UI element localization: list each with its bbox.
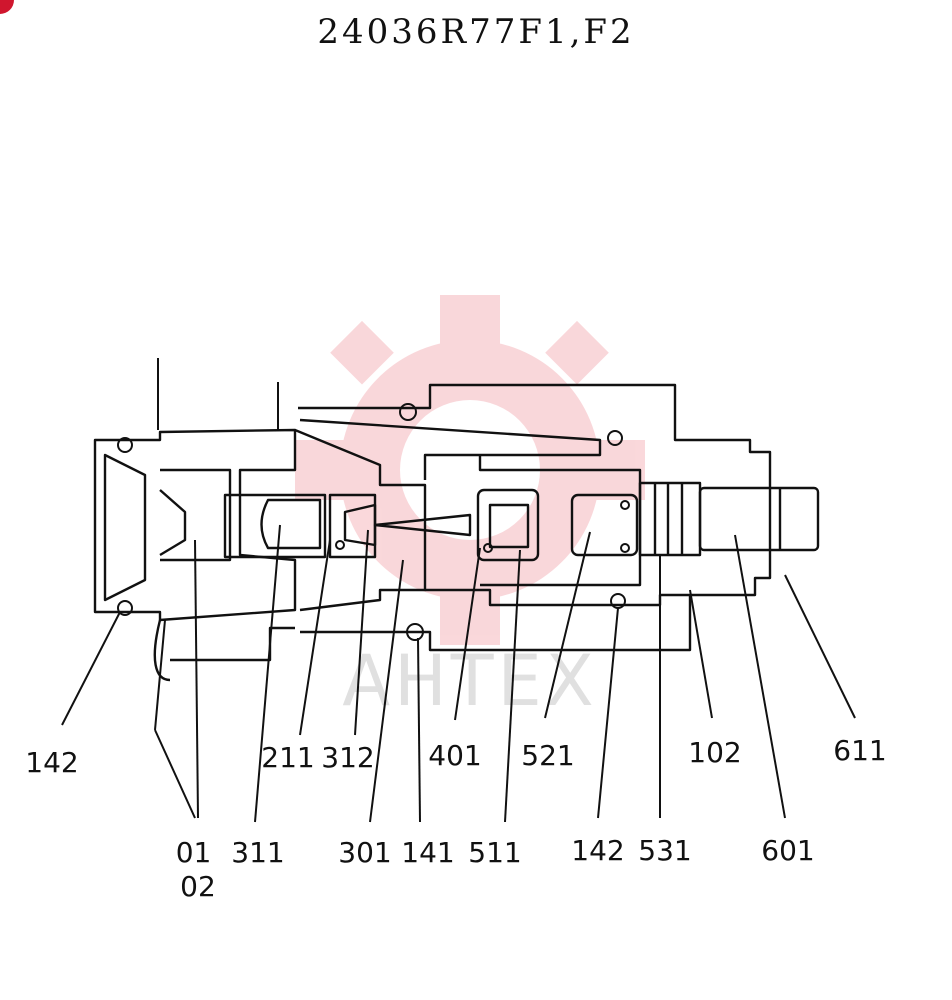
solenoid-601	[698, 486, 820, 552]
label-601: 601	[761, 834, 814, 867]
watermark-text: AHTEX	[342, 640, 597, 722]
label-211: 211	[261, 741, 314, 774]
label-511: 511	[468, 836, 521, 869]
plug-531	[638, 481, 702, 557]
label-521: 521	[521, 739, 574, 772]
leader-lines	[61, 524, 856, 823]
piston-401	[476, 488, 540, 562]
label-01: 01	[176, 836, 212, 869]
label-301: 301	[338, 836, 391, 869]
label-01-02: 01 02	[176, 836, 221, 903]
label-531: 531	[638, 834, 691, 867]
seat-312	[328, 493, 472, 559]
main-body	[294, 383, 772, 652]
label-401: 401	[428, 739, 481, 772]
spring-seat-521	[570, 493, 639, 557]
label-142-left: 142	[25, 746, 78, 779]
diagram-title: 24036R77F1,F2	[317, 12, 635, 52]
label-311: 311	[231, 836, 284, 869]
spool-311	[223, 493, 327, 559]
label-141: 141	[401, 836, 454, 869]
label-102: 102	[688, 736, 741, 769]
o-rings	[117, 403, 630, 641]
label-312: 312	[321, 741, 374, 774]
label-611: 611	[833, 734, 886, 767]
label-142-right: 142	[571, 834, 624, 867]
label-02: 02	[180, 870, 216, 903]
